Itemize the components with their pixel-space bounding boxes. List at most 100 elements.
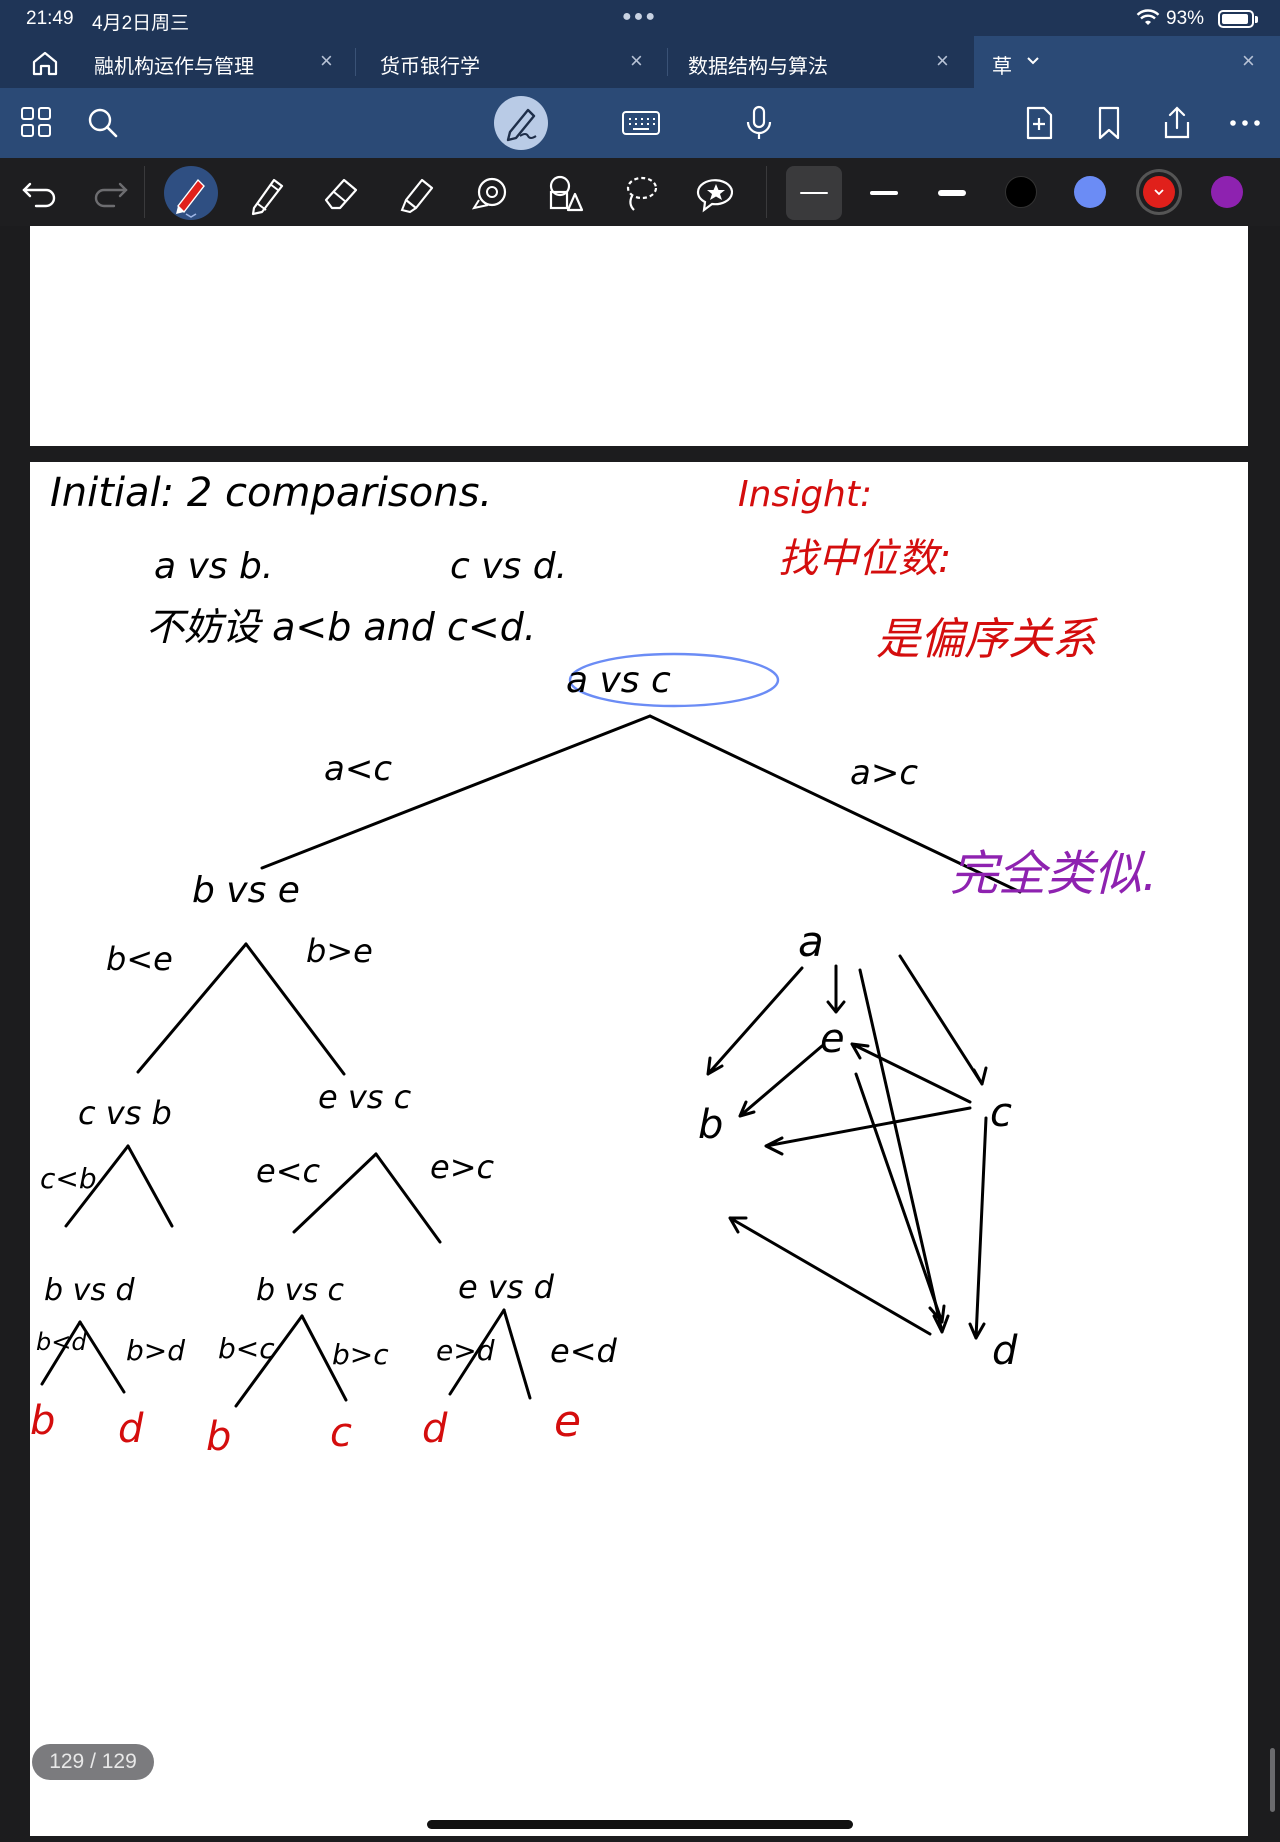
arrow-c-d <box>968 1116 988 1340</box>
shapes-icon[interactable] <box>542 170 588 216</box>
edge-label-b-gt-d: b>d <box>126 1334 185 1367</box>
chevron-down-icon <box>1154 189 1164 196</box>
edge-label-c-lt-b: c<b <box>40 1162 97 1195</box>
bookmark-icon[interactable] <box>1090 104 1128 142</box>
leaf-6: e <box>554 1396 581 1447</box>
tab-label: 草 <box>992 56 1012 78</box>
edge-evc-right <box>374 1152 442 1244</box>
tab-money-banking[interactable]: 货币银行学 × <box>356 36 668 88</box>
node-b-vs-c: b vs c <box>256 1273 344 1308</box>
edge-cvb-left <box>64 1144 130 1228</box>
close-icon[interactable]: × <box>320 48 333 73</box>
edge-label-b-lt-d: b<d <box>36 1328 87 1356</box>
lasso-icon[interactable] <box>618 170 664 216</box>
edge-evd-left <box>448 1308 506 1396</box>
tab-finance-institutions[interactable]: 融机构运作与管理 × <box>90 36 356 88</box>
status-date: 4月2日周三 <box>92 13 190 34</box>
edge-label-e-lt-d: e<d <box>550 1332 618 1370</box>
arrow-a-e <box>826 964 846 1014</box>
tab-bar: 融机构运作与管理 × 货币银行学 × 数据结构与算法 × 草 × <box>0 36 1280 88</box>
arrow-a-b <box>706 966 804 1076</box>
arrow-a-d <box>858 968 950 1334</box>
pencil-icon[interactable] <box>244 170 290 216</box>
tab-label: 融机构运作与管理 <box>94 56 254 78</box>
color-blue-swatch[interactable] <box>1074 176 1106 208</box>
graph-node-d: d <box>992 1328 1018 1374</box>
edge-bvd-left <box>40 1320 82 1386</box>
graph-node-c: c <box>990 1090 1012 1136</box>
stroke-thick-button[interactable] <box>924 166 980 220</box>
close-icon[interactable]: × <box>1242 48 1255 73</box>
more-icon[interactable] <box>1226 104 1264 142</box>
color-red-swatch[interactable] <box>1143 176 1175 208</box>
tape-icon[interactable] <box>468 170 514 216</box>
leaf-3: b <box>206 1414 231 1460</box>
node-e-vs-d: e vs d <box>458 1268 555 1306</box>
edge-root-right <box>648 714 1022 894</box>
current-page[interactable]: Initial: 2 comparisons. a vs b. c vs d. … <box>30 462 1248 1836</box>
undo-icon[interactable] <box>18 170 64 216</box>
edge-bve-left <box>136 942 248 1074</box>
share-icon[interactable] <box>1158 104 1196 142</box>
chevron-down-icon[interactable] <box>1026 56 1040 66</box>
handwritten-notes: Initial: 2 comparisons. a vs b. c vs d. … <box>30 470 1157 1460</box>
root-node: a vs c <box>566 660 671 701</box>
edge-bvd-right <box>78 1320 126 1394</box>
graph-node-e: e <box>820 1016 845 1062</box>
tab-draft[interactable]: 草 × <box>974 36 1280 88</box>
redo-icon[interactable] <box>86 170 132 216</box>
home-indicator[interactable] <box>427 1820 853 1829</box>
close-icon[interactable]: × <box>630 48 643 73</box>
grid-icon[interactable] <box>18 104 56 142</box>
status-time: 21:49 <box>26 8 74 29</box>
note-a-vs-b: a vs b. <box>154 546 273 587</box>
arrow-e-b <box>738 1044 824 1118</box>
arrow-e-d <box>854 1072 946 1324</box>
edge-bve-right <box>244 942 346 1076</box>
arrow-c-e <box>850 1042 972 1104</box>
edge-label-b-gt-e: b>e <box>306 932 373 970</box>
leaf-1: b <box>30 1398 55 1444</box>
node-c-vs-b: c vs b <box>78 1094 172 1132</box>
leaf-4: c <box>330 1410 352 1456</box>
highlighter-icon[interactable] <box>394 170 440 216</box>
edge-label-b-lt-e: b<e <box>106 940 173 978</box>
edge-bvc-left <box>234 1314 304 1408</box>
notebook-canvas[interactable]: Initial: 2 comparisons. a vs b. c vs d. … <box>0 226 1280 1842</box>
multitask-dots-icon[interactable]: ●●● <box>622 8 657 25</box>
node-e-vs-c: e vs c <box>318 1078 412 1116</box>
color-black-swatch[interactable] <box>1005 176 1037 208</box>
edge-cvb-right <box>126 1144 174 1228</box>
note-line1: Initial: 2 comparisons. <box>50 470 492 516</box>
microphone-icon[interactable] <box>740 104 778 142</box>
scrollbar[interactable] <box>1270 1748 1275 1812</box>
page-counter: 129 / 129 <box>32 1744 154 1780</box>
stroke-thin-button[interactable] <box>786 166 842 220</box>
pen-tool-button[interactable] <box>164 166 218 220</box>
tab-label: 货币银行学 <box>380 56 480 78</box>
previous-page[interactable] <box>30 226 1248 446</box>
sticker-icon[interactable] <box>692 170 738 216</box>
edge-bvc-right <box>300 1314 348 1402</box>
edge-label-e-gt-d: e>d <box>436 1334 495 1367</box>
search-icon[interactable] <box>84 104 122 142</box>
edge-root-left <box>260 714 652 870</box>
battery-icon <box>1218 10 1258 28</box>
stroke-medium-button[interactable] <box>856 166 912 220</box>
right-edge-label: a>c <box>850 753 918 793</box>
home-icon[interactable] <box>28 46 62 80</box>
eraser-icon[interactable] <box>318 170 364 216</box>
wifi-icon <box>1136 9 1160 25</box>
edge-evd-right <box>502 1308 532 1400</box>
close-icon[interactable]: × <box>936 48 949 73</box>
edge-label-b-lt-c: b<c <box>218 1332 275 1365</box>
pen-mode-button[interactable] <box>494 96 548 150</box>
keyboard-icon[interactable] <box>620 104 662 142</box>
color-purple-swatch[interactable] <box>1211 176 1243 208</box>
add-page-icon[interactable] <box>1020 104 1058 142</box>
leaf-5: d <box>422 1406 448 1452</box>
similar-note: 完全类似. <box>950 846 1157 902</box>
tab-data-structures[interactable]: 数据结构与算法 × <box>668 36 974 88</box>
note-c-vs-d: c vs d. <box>450 546 567 587</box>
drawing-toolbar <box>0 158 1280 226</box>
